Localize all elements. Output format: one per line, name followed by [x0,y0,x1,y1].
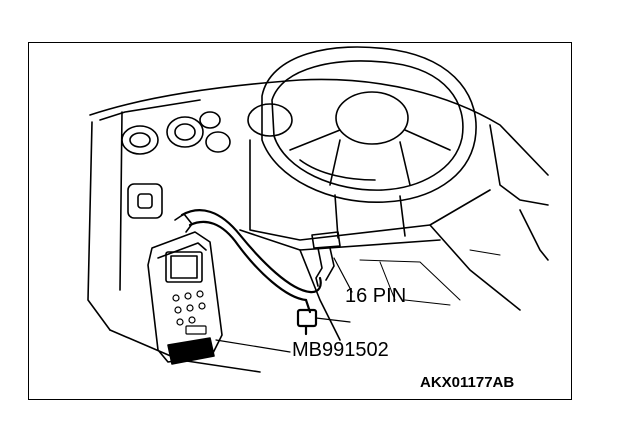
diagnostic-connector [311,231,341,287]
ignition-switch [127,183,163,219]
figure-code-label: AKX01177AB [420,374,515,391]
leader-lines [215,257,353,353]
floor-panel [359,249,501,306]
connector-label: 16 PIN [345,285,407,307]
steering-wheel [261,46,477,203]
air-vents [121,103,293,155]
scan-tool-device [147,213,223,365]
scan-tool-keypad [172,290,207,335]
tool-part-label: MB991502 [292,339,389,361]
adapter-harness [180,209,322,336]
steering-column [334,194,406,239]
figure-frame [28,42,572,400]
dashboard-outline [87,78,549,373]
